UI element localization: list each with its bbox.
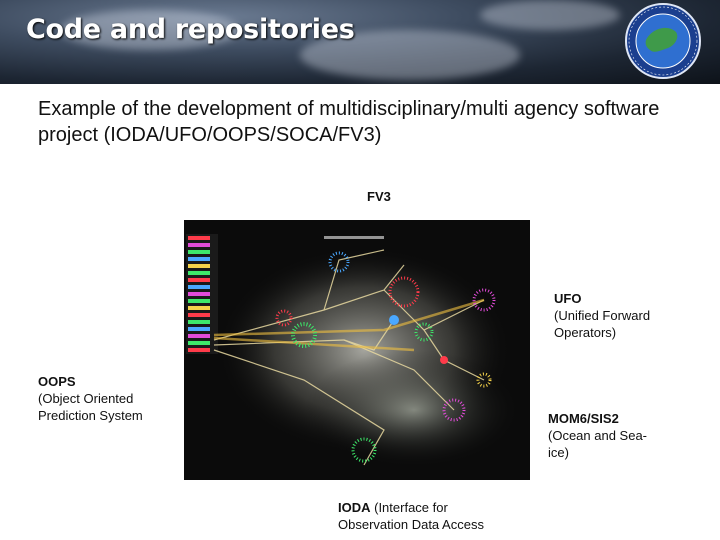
repository-graph-image bbox=[184, 220, 530, 480]
mom-label-desc: (Ocean and Sea-ice) bbox=[548, 428, 648, 460]
graph-legend bbox=[186, 234, 218, 354]
oops-label-desc: (Object Oriented Prediction System bbox=[38, 391, 143, 423]
oops-label-name: OOPS bbox=[38, 374, 76, 389]
mom-label-name: MOM6/SIS2 bbox=[548, 411, 619, 426]
repository-graph bbox=[186, 234, 524, 470]
intro-text: Example of the development of multidisci… bbox=[38, 98, 660, 146]
noaa-seal-icon bbox=[625, 3, 701, 79]
ufo-label-name: UFO bbox=[554, 291, 582, 306]
ioda-label: IODA (Interface for Observation Data Acc… bbox=[338, 499, 518, 533]
ufo-label-desc: (Unified Forward Operators) bbox=[554, 308, 651, 340]
fv3-label: FV3 bbox=[367, 188, 391, 205]
graph-nodes bbox=[275, 251, 496, 463]
ioda-label-desc: (Interface for Observation Data Access bbox=[338, 500, 484, 532]
mom-label: MOM6/SIS2 (Ocean and Sea-ice) bbox=[548, 410, 648, 461]
slide-title: Code and repositories bbox=[26, 14, 355, 45]
header-banner: Code and repositories bbox=[0, 0, 720, 84]
ufo-label: UFO (Unified Forward Operators) bbox=[554, 290, 704, 341]
fv3-label-name: FV3 bbox=[367, 189, 391, 204]
ioda-label-name: IODA bbox=[338, 500, 371, 515]
oops-label: OOPS (Object Oriented Prediction System bbox=[38, 373, 178, 424]
